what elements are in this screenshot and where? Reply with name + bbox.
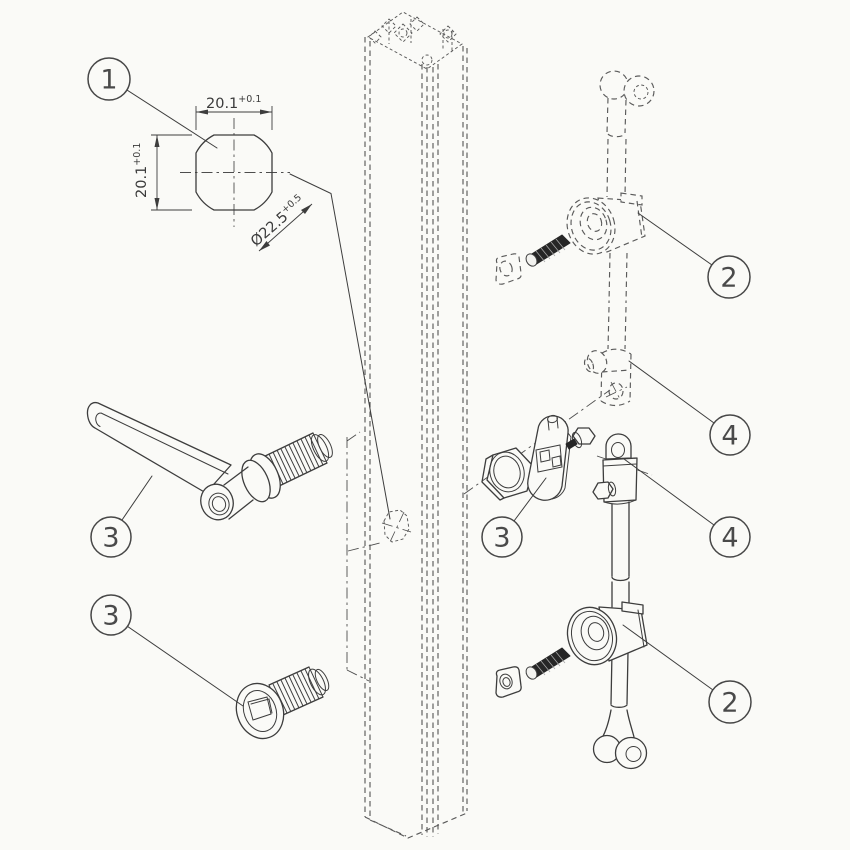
detail-octagon [195, 134, 273, 211]
threaded-bushing [235, 666, 330, 740]
callout-3-lever: 3 [90, 475, 153, 558]
lever-thread-end [317, 434, 333, 458]
phantom-clamp-flange [566, 197, 616, 255]
svg-text:4: 4 [721, 523, 738, 554]
connecting-rod [592, 501, 648, 770]
dim-height: 20.1+0.1 [132, 143, 150, 198]
square-nut [495, 666, 522, 698]
dim-diameter: Ø22.5+0.5 [247, 192, 309, 250]
profile-top-face [367, 11, 463, 70]
lock-nut [481, 447, 534, 501]
cam-plate [527, 414, 572, 501]
profile-top-slots [368, 16, 457, 51]
profile-extrusion [364, 11, 468, 839]
detail-leader-line [289, 173, 391, 520]
callout-3-bushing: 3 [90, 594, 244, 707]
svg-text:3: 3 [102, 601, 119, 632]
set-bolt [565, 427, 596, 450]
phantom-clevis [600, 348, 632, 407]
svg-text:4: 4 [721, 421, 738, 452]
bushing-flange [235, 682, 285, 740]
svg-text:3: 3 [102, 523, 119, 554]
lever-boss [200, 483, 234, 521]
callout-4-lower: 4 [623, 458, 751, 558]
lever-handle-bar [86, 401, 232, 494]
phantom-assembly [495, 70, 655, 407]
callout-3-nut: 3 [481, 477, 547, 558]
phantom-roller-left [599, 70, 629, 100]
callout-2-upper: 2 [637, 212, 751, 299]
stud-and-square-nut [495, 647, 571, 698]
callout-2-lower: 2 [622, 624, 752, 724]
profile-mounting-hole [383, 509, 410, 543]
bushing-square-hole [247, 696, 273, 721]
bushing-thread-end [314, 668, 330, 692]
clamp-collar [566, 601, 648, 666]
callout-4-upper: 4 [628, 360, 751, 456]
svg-text:1: 1 [100, 65, 117, 96]
svg-text:2: 2 [721, 688, 738, 719]
svg-text:2: 2 [720, 263, 737, 294]
callout-1: 1 [87, 57, 218, 149]
fork-roller-right [614, 736, 648, 770]
dim-width: 20.1+0.1 [206, 94, 261, 112]
clevis-arm [592, 433, 638, 505]
phantom-roller-right [623, 75, 655, 107]
svg-text:3: 3 [493, 523, 510, 554]
clamping-lever [86, 401, 333, 521]
